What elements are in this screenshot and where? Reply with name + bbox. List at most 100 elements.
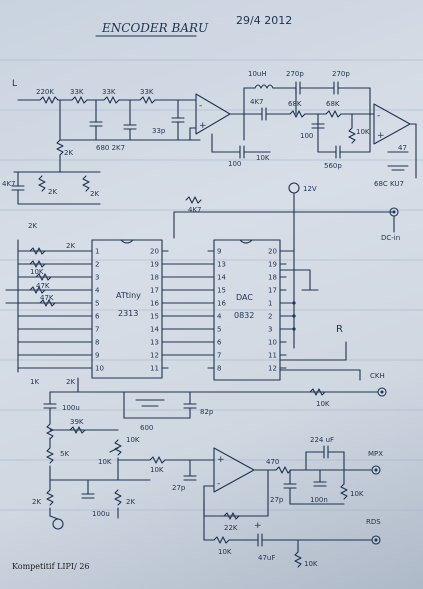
ic-pin-number: 16 [150,300,159,308]
power-terminal [288,182,300,194]
corner-mark: L [12,79,17,89]
bias-resistor-label: 2K [64,149,73,157]
bottom-r-100-label: 100n [310,496,328,504]
bottom-ground-terminal [52,518,64,530]
bottom-top-r-label: 1K [30,378,39,386]
svg-text:-: - [377,111,380,121]
ic-pin-number: 11 [268,352,277,360]
bottom-r-22k-label: 22K [224,524,238,532]
bottom-cap-27p-b-label: 27p [270,496,284,504]
chain-resistor-1 [71,96,88,104]
ic-pin-number: 4 [95,287,100,295]
svg-text:+: + [217,455,225,465]
ic-pin-number: 12 [268,365,277,373]
bottom-cap-82p-label: 82p [200,408,214,416]
chain-resistor-2 [103,96,120,104]
svg-text:+: + [254,521,262,531]
reset-resistor [185,196,202,204]
ic-pin-number: 9 [95,352,99,360]
top-opamp-2: - + 47 68C KU7 [369,87,417,188]
bottom-pot-label: 10K [98,458,112,466]
svg-text:+: + [199,121,207,131]
chain-resistor-2-label: 33K [102,88,116,96]
ic-pin-number: 6 [95,313,100,321]
dac-side-label: R [336,324,343,335]
net-r-5-label: 47K [40,294,54,302]
ic-pin-number: 19 [268,261,277,269]
ic-pin-number: 14 [217,274,226,282]
top-input-filter: 220K 33K 33K 33K 33p 680 2K7 2K [17,88,201,173]
filter-r-label: 10K [356,128,370,136]
ic-pin-number: 12 [150,352,159,360]
bottom-cap-100u-label: 100u [62,404,80,412]
top-left-bias-network: 4K7 2K 2K [2,171,101,205]
input-resistor-label: 220K [36,88,54,96]
reset-resistor-label: 4K7 [188,206,202,214]
filter-cap-100-label: 100 [300,132,313,140]
trim-cap-1-label: 4K7 [2,180,16,188]
out-r-label: 47 [398,144,407,152]
bias-resistor [56,139,64,156]
svg-text:-: - [199,101,202,111]
bottom-bias-left-label: 2K [32,498,41,506]
net-r-1-label: 2K [28,222,37,230]
filter-cap-2-label: 270p [332,70,350,78]
ckh-label: CKH [370,372,385,380]
bottom-cap-27p-label: 27p [172,484,186,492]
bottom-trim-label: 10K [126,436,140,444]
power-label: 12V [303,185,317,193]
chain-resistor-1-label: 33K [70,88,84,96]
caps-label: 680 2K7 [96,144,125,152]
ic-pin-number: 11 [150,365,159,373]
bottom-r-chain-label: 10K [150,466,164,474]
dac-right-wiring: R [279,211,361,381]
ic-left-name: ATtiny [116,291,141,300]
trim-cap-3-label: 2K [90,190,99,198]
bottom-opamp: + - 22K 10K + 47uF 10K [203,447,373,568]
ic-pin-number: 16 [217,300,226,308]
ic-pin-number: 14 [150,326,159,334]
ic-left-part: 2313 [118,309,138,318]
ic-pin-number: 7 [217,352,221,360]
small-cap-label: 33p [152,127,166,135]
ic-pin-number: 8 [217,365,221,373]
filter-r-b-label: 10K [256,154,270,162]
ic-pin-number: 3 [95,274,99,282]
inductor-10uh [254,84,274,89]
page-title: ENCODER BARU [101,21,209,35]
ic-pin-number: 17 [150,287,159,295]
filter-mid-cap-label: 4K7 [250,98,264,106]
mpx-output-network: 470 224 uF 27p 100n 10K MPX RDS [266,436,383,545]
ic-pin-number: 7 [95,326,99,334]
bottom-cap-47uf-label: 47uF [258,554,275,562]
bottom-clock-caps: 600 82p [123,391,214,432]
filter-bottom-cap-label: 560p [324,162,342,170]
inductor-label: 10uH [248,70,267,78]
ic-pin-number: 2 [268,313,272,321]
ic-pin-number: 10 [95,365,104,373]
ckh-connector: 10K CKH [49,372,387,408]
dc-in-connector: DC-in [381,207,400,242]
svg-text:-: - [217,479,220,489]
filter-mid-r2-label: 68K [326,100,340,108]
bottom-cap-600-label: 600 [140,424,153,432]
ic-pin-number: 13 [150,339,159,347]
chain-resistor-3-label: 33K [140,88,154,96]
ic-pin-number: 15 [217,287,226,295]
mpx-label: MPX [368,450,383,458]
page-footer: Kompetitif LIPI/ 26 [12,562,90,571]
ic-pin-number: 20 [150,248,159,256]
ic-pin-number: 17 [268,287,277,295]
ic-right-name: DAC [236,293,253,302]
data-bus [161,263,215,356]
net-r-2-label: 2K [66,242,75,250]
net-r-3-label: 10K [30,268,44,276]
bottom-top-r2-label: 2K [66,378,75,386]
filter-cap-100b-label: 100 [228,160,241,168]
ckh-resistor-label: 10K [316,400,330,408]
bottom-r-10k-c-label: 10K [304,560,318,568]
rds-label: RDS [366,518,381,526]
ic-pin-number: 18 [150,274,159,282]
